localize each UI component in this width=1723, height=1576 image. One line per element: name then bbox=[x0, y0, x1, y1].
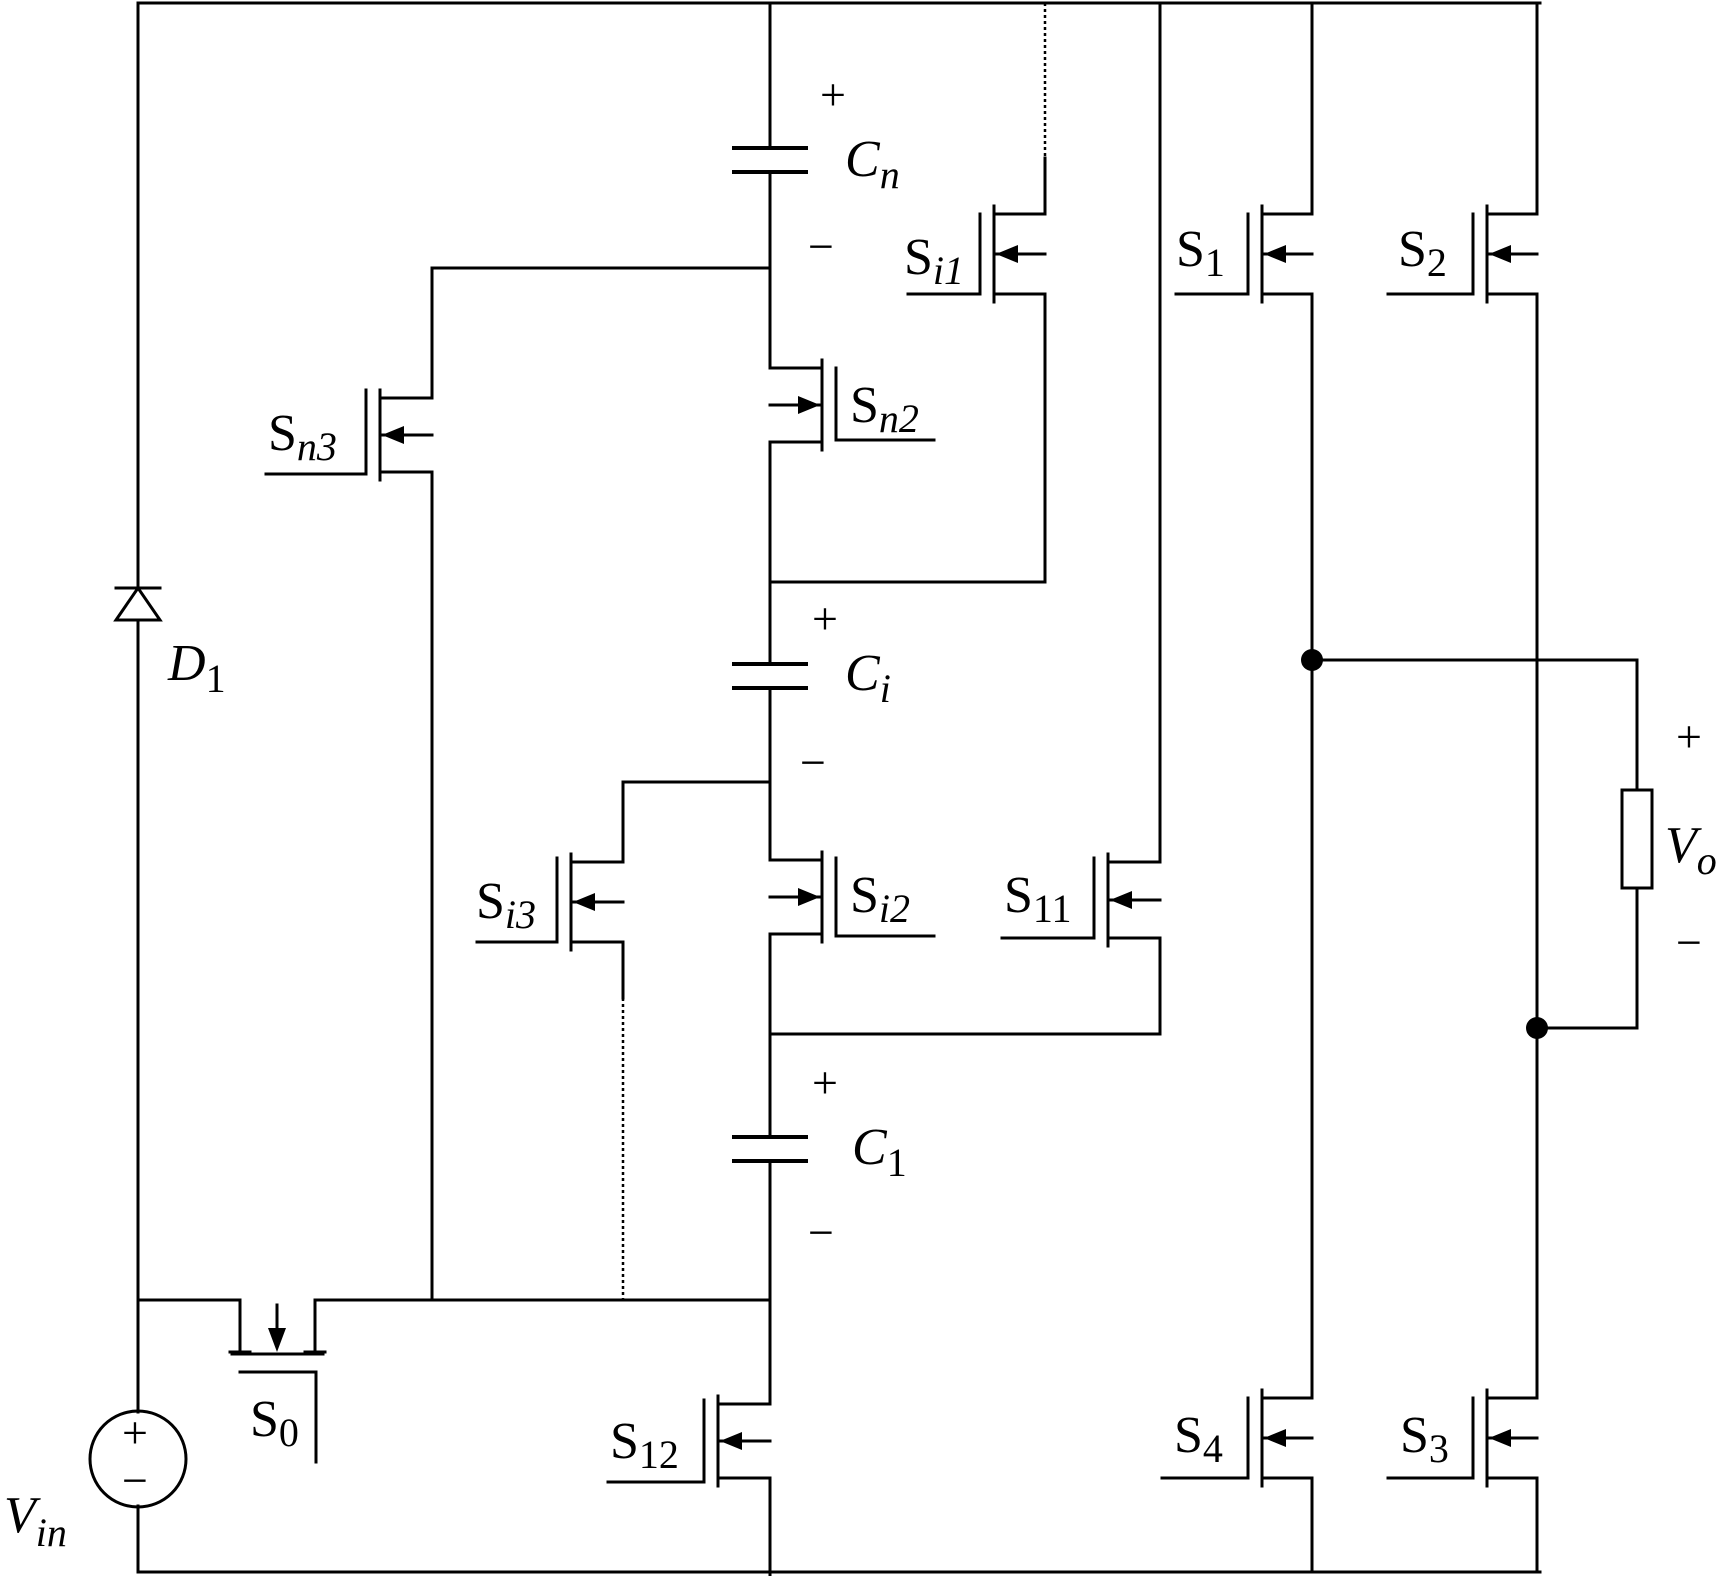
diode-d1: D1 bbox=[113, 585, 226, 701]
mosfet-s12: S12 bbox=[606, 1394, 772, 1488]
capacitor-c1: + − C1 bbox=[732, 1057, 907, 1258]
mosfet-s3: S3 bbox=[1386, 1388, 1539, 1488]
si1-label: Si1 bbox=[904, 229, 964, 293]
mosfet-sn2: Sn2 bbox=[768, 358, 936, 452]
svg-text:+: + bbox=[812, 1057, 838, 1108]
voltage-source-vin: + − Vin bbox=[4, 1407, 188, 1555]
svg-text:+: + bbox=[1676, 711, 1702, 762]
vin-label: Vin bbox=[4, 1487, 67, 1555]
s0-label: S0 bbox=[250, 1391, 299, 1455]
s4-label: S4 bbox=[1174, 1407, 1223, 1471]
s3-label: S3 bbox=[1400, 1407, 1449, 1471]
mosfet-s11: S11 bbox=[1000, 852, 1162, 948]
sn3-label: Sn3 bbox=[268, 405, 337, 469]
sn2-label: Sn2 bbox=[850, 377, 919, 441]
mosfet-s1: S1 bbox=[1174, 204, 1314, 304]
svg-text:+: + bbox=[812, 593, 838, 644]
wires bbox=[136, 1, 1639, 1576]
si2-label: Si2 bbox=[850, 867, 910, 931]
mosfet-si2: Si2 bbox=[768, 850, 936, 944]
svg-text:−: − bbox=[122, 1455, 148, 1506]
junction-dot-left bbox=[1301, 649, 1323, 671]
junction-dot-right bbox=[1526, 1017, 1548, 1039]
capacitor-cn: + − Cn bbox=[732, 69, 900, 272]
s11-label: S11 bbox=[1004, 867, 1071, 931]
c1-label: C1 bbox=[852, 1119, 907, 1185]
mosfet-si1: Si1 bbox=[904, 204, 1047, 304]
svg-text:−: − bbox=[808, 221, 834, 272]
mosfet-s2: S2 bbox=[1386, 204, 1539, 304]
svg-text:+: + bbox=[820, 69, 846, 120]
mosfet-s4: S4 bbox=[1160, 1388, 1314, 1488]
vo-label: Vo bbox=[1665, 817, 1717, 883]
ci-label: Ci bbox=[845, 645, 891, 711]
si3-label: Si3 bbox=[476, 873, 536, 937]
capacitor-ci: + − Ci bbox=[732, 593, 891, 788]
cn-label: Cn bbox=[845, 131, 900, 197]
s2-label: S2 bbox=[1398, 221, 1447, 285]
s1-label: S1 bbox=[1176, 221, 1225, 285]
mosfet-sn3: Sn3 bbox=[264, 388, 434, 482]
svg-text:+: + bbox=[122, 1407, 148, 1458]
mosfet-s0: S0 bbox=[228, 1298, 327, 1464]
svg-text:−: − bbox=[808, 1207, 834, 1258]
d1-label: D1 bbox=[167, 635, 226, 701]
svg-text:−: − bbox=[1676, 917, 1702, 968]
svg-text:−: − bbox=[800, 737, 826, 788]
s12-label: S12 bbox=[610, 1413, 679, 1477]
load-vo: + − Vo bbox=[1620, 711, 1717, 968]
mosfet-si3: Si3 bbox=[475, 852, 625, 952]
